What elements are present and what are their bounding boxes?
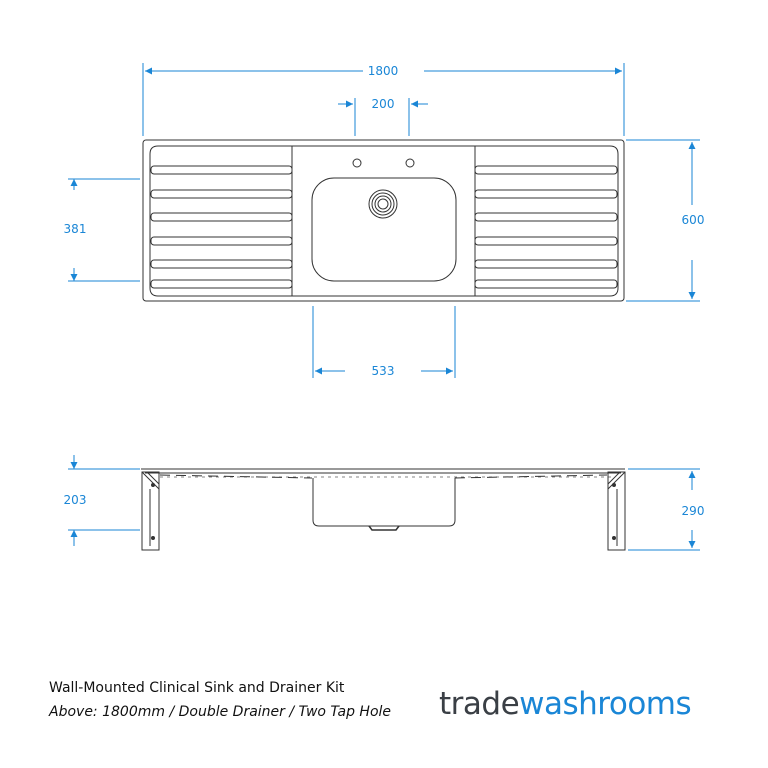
product-subtitle: Above: 1800mm / Double Drainer / Two Tap… [49, 704, 392, 720]
dim-overall-depth: 600 [682, 213, 705, 227]
plan-view [142, 139, 625, 302]
dim-frame-height: 203 [64, 493, 87, 507]
dim-bowl-width: 533 [372, 364, 395, 378]
waste-outlet [368, 189, 398, 219]
left-drainer [149, 145, 292, 297]
product-title: Wall-Mounted Clinical Sink and Drainer K… [49, 680, 345, 696]
front-extension-lines [68, 468, 700, 551]
tap-hole-left [352, 158, 362, 168]
bowl-profile [312, 478, 456, 527]
sink-top-outline [142, 139, 625, 302]
left-drainer-grooves [150, 165, 293, 289]
right-drainer-grooves [474, 165, 618, 289]
sink-bowl [311, 177, 457, 282]
right-drainer [475, 145, 619, 297]
plan-extension-lines [68, 63, 700, 378]
drainer-slope-hidden [159, 474, 313, 479]
plan-dimension-arrows [70, 67, 696, 375]
dim-tap-spacing: 200 [372, 97, 395, 111]
dim-overall-width: 1800 [368, 64, 399, 78]
left-wall-bracket [141, 471, 160, 551]
right-wall-bracket [607, 471, 626, 551]
dim-drainer-span: 381 [64, 222, 87, 236]
tap-hole-right [405, 158, 415, 168]
waste-profile [368, 525, 400, 531]
front-dimension-arrows [70, 455, 696, 548]
logo-part-washrooms: washrooms [519, 686, 692, 722]
front-view [141, 468, 626, 551]
dim-overall-height: 290 [682, 504, 705, 518]
brand-logo: tradewashrooms [439, 686, 692, 722]
logo-part-trade: trade [439, 686, 520, 722]
